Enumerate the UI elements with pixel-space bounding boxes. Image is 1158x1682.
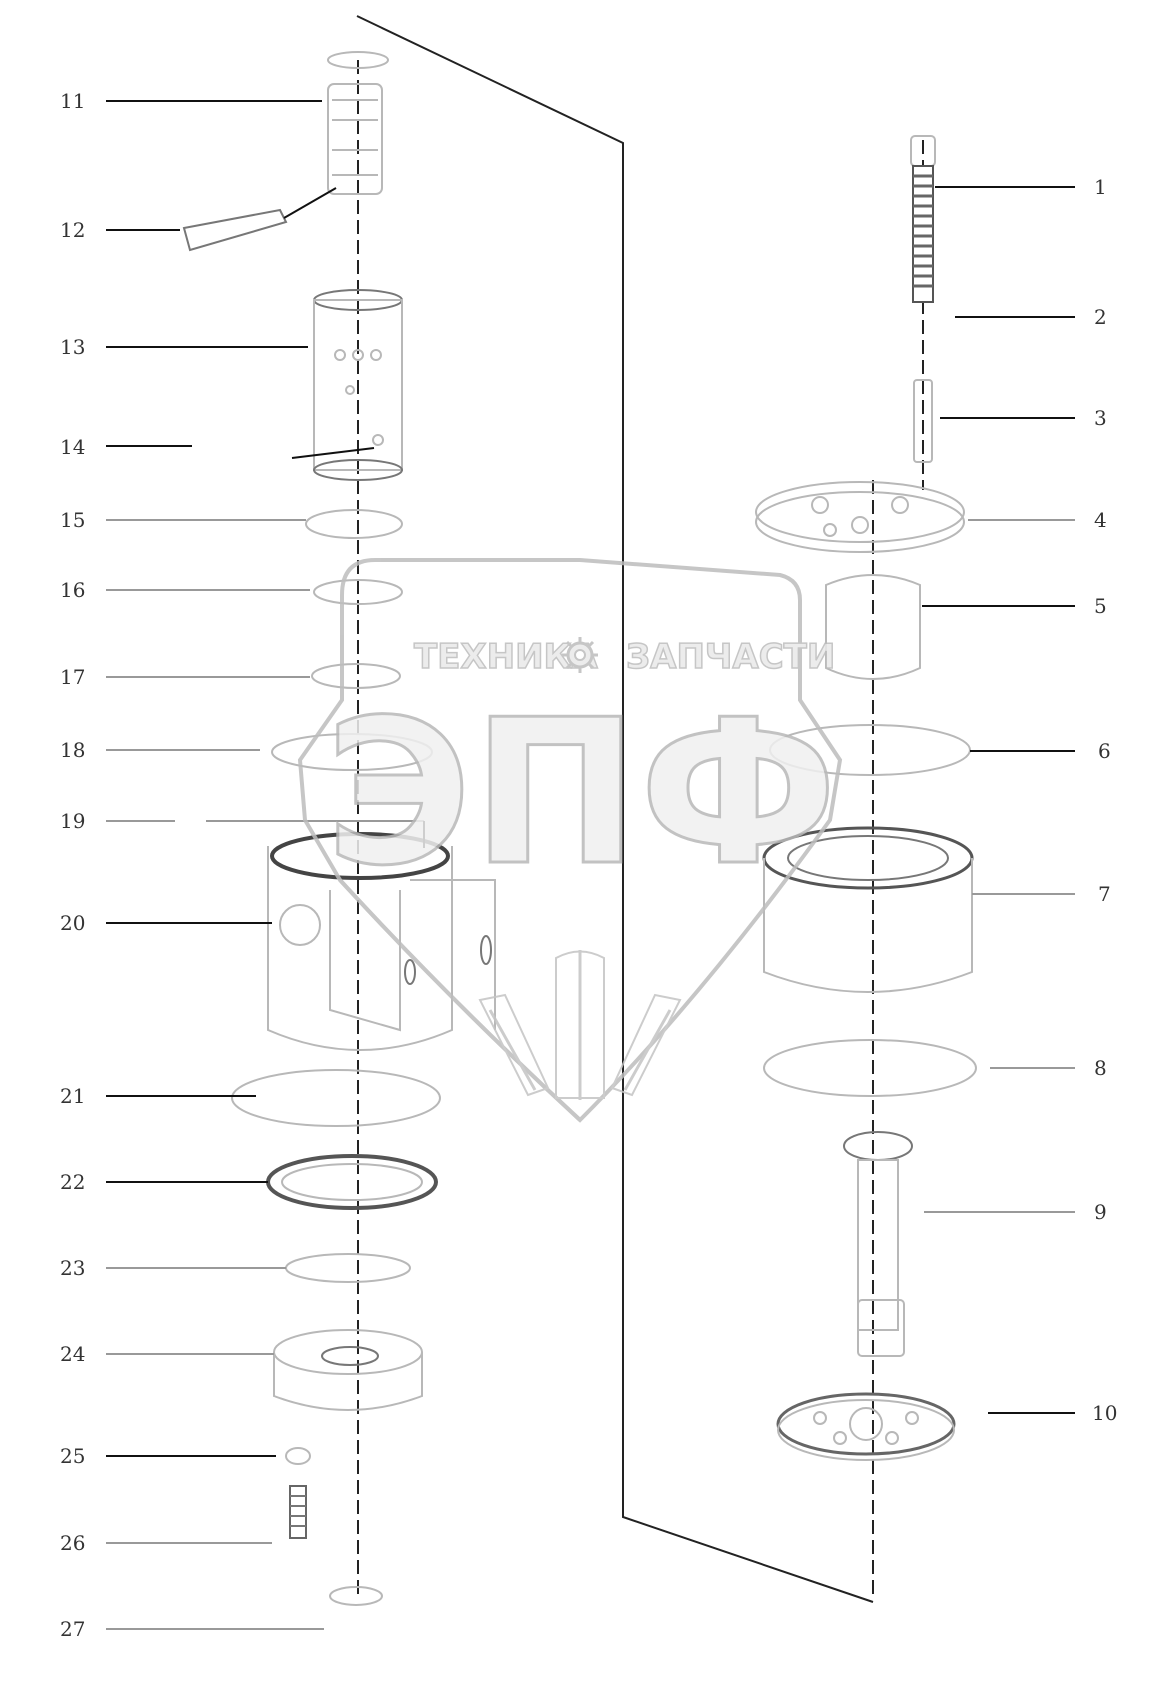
label-27: 27 <box>60 1617 85 1641</box>
label-16: 16 <box>60 578 85 602</box>
label-14: 14 <box>60 435 85 459</box>
part-9-drive-shaft <box>843 1131 913 1357</box>
part-12-lever <box>182 208 288 252</box>
label-17: 17 <box>60 665 85 689</box>
watermark-big-text: ЭПФ <box>325 677 838 910</box>
part-18-seal <box>271 733 433 771</box>
part-20-housing <box>267 846 496 1051</box>
part-16-spring <box>313 579 403 605</box>
label-2: 2 <box>1094 305 1107 329</box>
part-13-sleeve <box>313 289 403 481</box>
part-4-end-cover <box>755 481 965 553</box>
label-23: 23 <box>60 1256 85 1280</box>
assembly-frame-line <box>356 15 874 1603</box>
label-3: 3 <box>1094 406 1107 430</box>
part-5-disc <box>825 574 921 680</box>
watermark-logo: ТЕХНИКА ЗАПЧАСТИ ЭПФ <box>297 558 843 1123</box>
part-21-gasket <box>231 1069 441 1127</box>
part-3-pin <box>913 379 933 463</box>
part-1-screw <box>910 135 936 303</box>
wheat-icon <box>478 950 682 1100</box>
part-27-plug <box>329 1586 383 1606</box>
label-20: 20 <box>60 911 85 935</box>
label-18: 18 <box>60 738 85 762</box>
part-11-valve-spool <box>327 51 389 195</box>
label-6: 6 <box>1098 739 1111 763</box>
right-labels: 1 2 3 4 5 6 7 8 9 10 <box>1092 175 1117 1425</box>
part-23-plate <box>285 1253 411 1283</box>
label-15: 15 <box>60 508 85 532</box>
label-21: 21 <box>60 1084 85 1108</box>
part-17-washer <box>311 663 401 689</box>
label-26: 26 <box>60 1531 85 1555</box>
part-8-plate <box>763 1039 977 1097</box>
part-15-ring <box>305 509 403 539</box>
part-19-o-ring <box>270 832 450 880</box>
label-7: 7 <box>1098 882 1111 906</box>
label-22: 22 <box>60 1170 85 1194</box>
label-4: 4 <box>1094 508 1107 532</box>
label-9: 9 <box>1094 1200 1107 1224</box>
left-labels: 11 12 13 14 15 16 17 18 19 20 21 22 23 2… <box>60 89 85 1641</box>
label-19: 19 <box>60 809 85 833</box>
part-7-gerotor <box>762 826 974 993</box>
label-11: 11 <box>60 89 85 113</box>
label-12: 12 <box>60 218 85 242</box>
label-1: 1 <box>1094 175 1107 199</box>
label-13: 13 <box>60 335 85 359</box>
part-24-end-cap <box>273 1329 423 1411</box>
label-10: 10 <box>1092 1401 1117 1425</box>
part-25-plug <box>285 1447 311 1465</box>
part-22-o-ring <box>266 1154 438 1210</box>
gear-icon <box>562 637 598 673</box>
part-26-bolt <box>289 1485 307 1539</box>
label-25: 25 <box>60 1444 85 1468</box>
label-8: 8 <box>1094 1056 1107 1080</box>
label-5: 5 <box>1094 594 1107 618</box>
watermark-text-right: ЗАПЧАСТИ <box>626 637 835 677</box>
part-10-flange <box>776 1392 956 1461</box>
leader-lines <box>106 100 1075 1630</box>
label-24: 24 <box>60 1342 85 1366</box>
